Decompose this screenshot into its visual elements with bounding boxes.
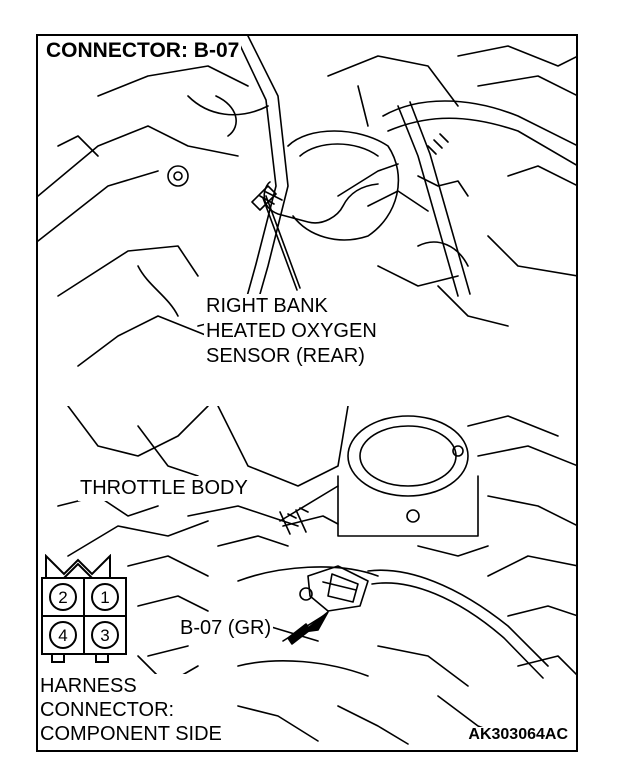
throttle-body-label: THROTTLE BODY [78,476,250,501]
pin-1 [91,583,119,611]
diagram-frame: 2 1 4 3 CONNECTOR: B-07 RIGHT BANK HEATE… [36,34,578,752]
callout-line: RIGHT BANK [206,295,328,317]
pin-3 [91,621,119,649]
caption-line: CONNECTOR: [40,699,175,721]
caption-line: HARNESS [40,675,137,697]
oxygen-sensor-callout: RIGHT BANK HEATED OXYGEN SENSOR (REAR) [204,294,379,369]
harness-connector-diagram: 2 1 4 3 [41,554,127,663]
harness-connector-caption: HARNESS CONNECTOR: COMPONENT SIDE [38,674,224,746]
connector-key-notch [45,554,111,579]
page-title: CONNECTOR: B-07 [44,39,242,62]
pin-2 [49,583,77,611]
figure-code: AK303064AC [466,726,570,743]
callout-line: SENSOR (REAR) [206,345,365,367]
pin-3-label: 3 [100,626,109,645]
connector-b07-label: B-07 (GR) [178,616,274,641]
caption-line: COMPONENT SIDE [40,723,222,745]
pin-2-label: 2 [58,588,67,607]
pin-4 [49,621,77,649]
pin-1-label: 1 [100,588,109,607]
callout-line: HEATED OXYGEN [206,320,377,342]
pin-4-label: 4 [58,626,67,645]
